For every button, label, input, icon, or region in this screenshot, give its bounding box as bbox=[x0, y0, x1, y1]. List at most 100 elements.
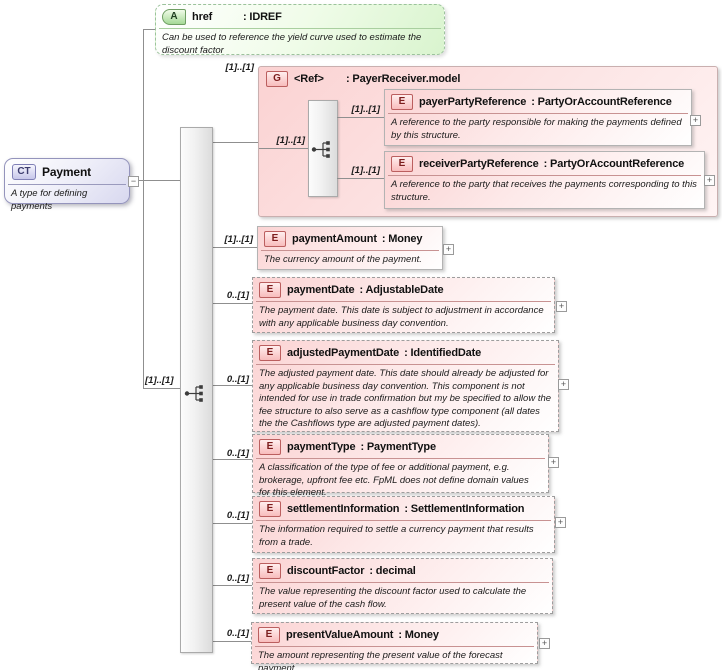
complextype-box-payment[interactable]: CT Payment A type for defining payments bbox=[4, 158, 130, 212]
expand-button-presentValueAmount[interactable]: + bbox=[539, 638, 550, 649]
cardinality-sequence: [1]..[1] bbox=[145, 375, 174, 386]
element-icon: E bbox=[391, 94, 413, 110]
cardinality-adjustedPaymentDate: 0..[1] bbox=[226, 374, 249, 385]
expand-button-receiverPartyReference[interactable]: + bbox=[704, 175, 715, 186]
expand-button-payerPartyReference[interactable]: + bbox=[690, 115, 701, 126]
wire-to-sequence bbox=[143, 388, 187, 389]
element-icon: E bbox=[259, 501, 281, 517]
wire-trunk bbox=[143, 29, 144, 388]
wire-to-group bbox=[212, 142, 258, 143]
element-name: paymentDate bbox=[287, 284, 355, 296]
element-doc: A reference to the party that receives t… bbox=[391, 179, 697, 203]
attribute-icon: A bbox=[162, 9, 186, 25]
sequence-icon bbox=[184, 385, 203, 402]
element-name: payerPartyReference bbox=[419, 96, 527, 108]
complextype-doc: A type for defining payments bbox=[11, 188, 88, 212]
element-doc: The payment date. This date is subject t… bbox=[259, 305, 544, 329]
element-name: discountFactor bbox=[287, 565, 365, 577]
element-name: presentValueAmount bbox=[286, 629, 394, 641]
sequence-icon bbox=[311, 141, 330, 158]
wire-to-attribute bbox=[143, 29, 155, 30]
wire-root-to-bar bbox=[137, 180, 181, 181]
attribute-name: href bbox=[192, 11, 213, 23]
complextype-icon: CT bbox=[12, 164, 36, 180]
cardinality-presentValueAmount: 0..[1] bbox=[226, 628, 249, 639]
element-box-receiverPartyReference[interactable]: E receiverPartyReference : PartyOrAccoun… bbox=[384, 151, 705, 209]
expand-button-settlementInformation[interactable]: + bbox=[555, 517, 566, 528]
expand-button-paymentAmount[interactable]: + bbox=[443, 244, 454, 255]
element-doc: The adjusted payment date. This date sho… bbox=[259, 368, 552, 430]
element-name: paymentAmount bbox=[292, 233, 377, 245]
element-header: E paymentAmount : Money bbox=[261, 227, 439, 251]
attribute-header: A href : IDREF bbox=[159, 5, 441, 29]
element-type: : PartyOrAccountReference bbox=[531, 96, 672, 108]
wire-to-paymentDate bbox=[212, 303, 252, 304]
element-header: E presentValueAmount : Money bbox=[255, 623, 534, 647]
element-name: receiverPartyReference bbox=[419, 158, 539, 170]
cardinality-receiverPartyReference: [1]..[1] bbox=[351, 165, 381, 176]
wire-to-receiver bbox=[337, 178, 384, 179]
element-box-adjustedPaymentDate[interactable]: E adjustedPaymentDate : IdentifiedDate T… bbox=[252, 340, 559, 432]
cardinality-paymentType: 0..[1] bbox=[226, 448, 249, 459]
element-box-paymentDate[interactable]: E paymentDate : AdjustableDate The payme… bbox=[252, 277, 555, 333]
element-doc: The information required to settle a cur… bbox=[259, 524, 534, 548]
element-doc: A classification of the type of fee or a… bbox=[259, 462, 529, 499]
cardinality-discountFactor: 0..[1] bbox=[226, 573, 249, 584]
cardinality-paymentDate: 0..[1] bbox=[226, 290, 249, 301]
element-icon: E bbox=[259, 282, 281, 298]
cardinality-settlementInformation: 0..[1] bbox=[226, 510, 249, 521]
element-box-payerPartyReference[interactable]: E payerPartyReference : PartyOrAccountRe… bbox=[384, 89, 692, 146]
element-header: E paymentType : PaymentType bbox=[256, 435, 545, 459]
element-type: : PartyOrAccountReference bbox=[543, 158, 685, 170]
element-type: : decimal bbox=[369, 565, 416, 577]
element-type: : SettlementInformation bbox=[404, 503, 525, 515]
group-icon: G bbox=[266, 71, 288, 87]
element-doc: The value representing the discount fact… bbox=[259, 586, 527, 610]
element-box-paymentAmount[interactable]: E paymentAmount : Money The currency amo… bbox=[257, 226, 443, 270]
element-header: E payerPartyReference : PartyOrAccountRe… bbox=[388, 90, 688, 114]
wire-to-paymentAmount bbox=[212, 247, 257, 248]
wire-to-settlementInformation bbox=[212, 523, 252, 524]
element-name: adjustedPaymentDate bbox=[287, 347, 400, 359]
element-header: E receiverPartyReference : PartyOrAccoun… bbox=[388, 152, 701, 176]
element-type: : PaymentType bbox=[360, 441, 436, 453]
element-doc: The currency amount of the payment. bbox=[264, 254, 422, 265]
element-name: paymentType bbox=[287, 441, 356, 453]
element-icon: E bbox=[258, 627, 280, 643]
element-doc: The amount representing the present valu… bbox=[258, 650, 503, 670]
element-box-paymentType[interactable]: E paymentType : PaymentType A classifica… bbox=[252, 434, 549, 498]
attribute-box-href[interactable]: A href : IDREF Can be used to reference … bbox=[155, 4, 445, 56]
element-icon: E bbox=[264, 231, 286, 247]
element-icon: E bbox=[259, 439, 281, 455]
element-box-presentValueAmount[interactable]: E presentValueAmount : Money The amount … bbox=[251, 622, 538, 670]
group-name: <Ref> bbox=[294, 73, 324, 85]
expand-button-paymentDate[interactable]: + bbox=[556, 301, 567, 312]
element-header: E adjustedPaymentDate : IdentifiedDate bbox=[256, 341, 555, 365]
cardinality-paymentAmount: [1]..[1] bbox=[224, 234, 254, 245]
collapse-button-payment[interactable]: − bbox=[128, 176, 139, 187]
cardinality-group: [1]..[1] bbox=[225, 62, 255, 73]
complextype-header: CT Payment bbox=[8, 159, 126, 185]
element-header: E settlementInformation : SettlementInfo… bbox=[256, 497, 551, 521]
cardinality-group-sequence: [1]..[1] bbox=[276, 135, 306, 146]
wire-to-payer bbox=[337, 117, 384, 118]
element-name: settlementInformation bbox=[287, 503, 400, 515]
element-icon: E bbox=[391, 156, 413, 172]
element-type: : Money bbox=[398, 629, 439, 641]
expand-button-paymentType[interactable]: + bbox=[548, 457, 559, 468]
element-doc: A reference to the party responsible for… bbox=[391, 117, 682, 141]
wire-to-presentValueAmount bbox=[212, 641, 252, 642]
attribute-doc: Can be used to reference the yield curve… bbox=[162, 32, 422, 56]
cardinality-payerPartyReference: [1]..[1] bbox=[351, 104, 381, 115]
wire-to-paymentType bbox=[212, 459, 252, 460]
wire-to-discountFactor bbox=[212, 585, 252, 586]
element-type: : Money bbox=[381, 233, 423, 245]
element-box-settlementInformation[interactable]: E settlementInformation : SettlementInfo… bbox=[252, 496, 555, 553]
element-type: : IdentifiedDate bbox=[404, 347, 482, 359]
wire-group-inner bbox=[259, 148, 316, 149]
wire-to-adjustedPaymentDate bbox=[212, 385, 252, 386]
element-box-discountFactor[interactable]: E discountFactor : decimal The value rep… bbox=[252, 558, 553, 614]
complextype-name: Payment bbox=[42, 165, 91, 179]
expand-button-adjustedPaymentDate[interactable]: + bbox=[558, 379, 569, 390]
